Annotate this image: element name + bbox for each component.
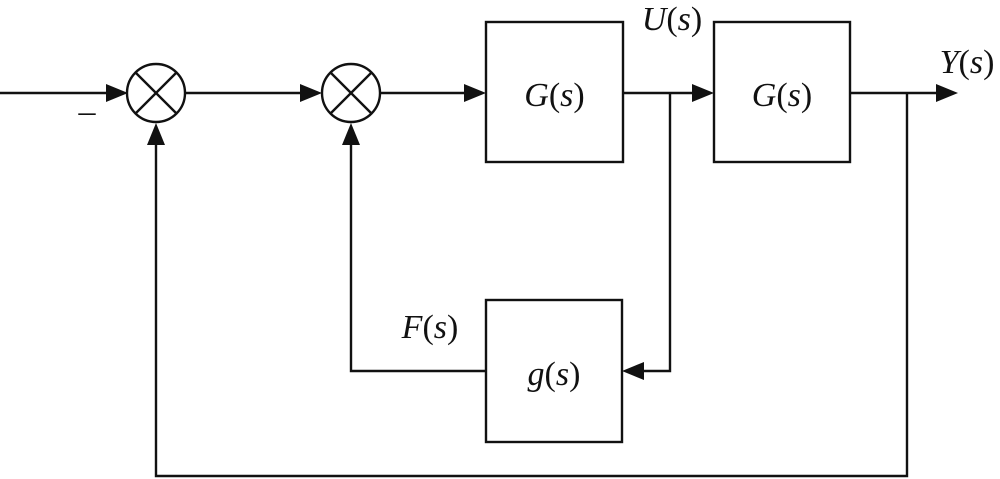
block-g1-label: G(s) bbox=[524, 77, 584, 114]
summing-junction-1 bbox=[125, 62, 187, 124]
arrowhead-into-g-feedback bbox=[622, 362, 644, 380]
signal-label-u: U(s) bbox=[642, 1, 702, 38]
arrowheads bbox=[106, 84, 958, 380]
arrowhead-output bbox=[936, 84, 958, 102]
arrowhead-into-sum2-bottom bbox=[342, 123, 360, 145]
signal-wires bbox=[0, 91, 942, 478]
signal-label-f: F(s) bbox=[401, 309, 459, 346]
arrowhead-into-g1 bbox=[464, 84, 486, 102]
arrowhead-into-sum1 bbox=[106, 84, 128, 102]
signal-label-y: Y(s) bbox=[940, 44, 995, 81]
arrowhead-into-sum1-bottom bbox=[147, 123, 165, 145]
outer-feedback-wire bbox=[154, 93, 909, 478]
block-feedback-g: g(s) bbox=[484, 298, 624, 444]
block-feedback-g-label: g(s) bbox=[528, 356, 581, 393]
block-g1: G(s) bbox=[484, 20, 625, 164]
block-g2-label: G(s) bbox=[752, 77, 812, 114]
block-g2: G(s) bbox=[712, 20, 852, 164]
inner-branch-wire bbox=[632, 93, 672, 373]
summing-junction-2 bbox=[320, 62, 382, 124]
arrowhead-into-g2 bbox=[692, 84, 714, 102]
arrowhead-into-sum2 bbox=[300, 84, 322, 102]
inner-feedback-wire bbox=[349, 130, 486, 373]
minus-sign: – bbox=[78, 93, 97, 130]
